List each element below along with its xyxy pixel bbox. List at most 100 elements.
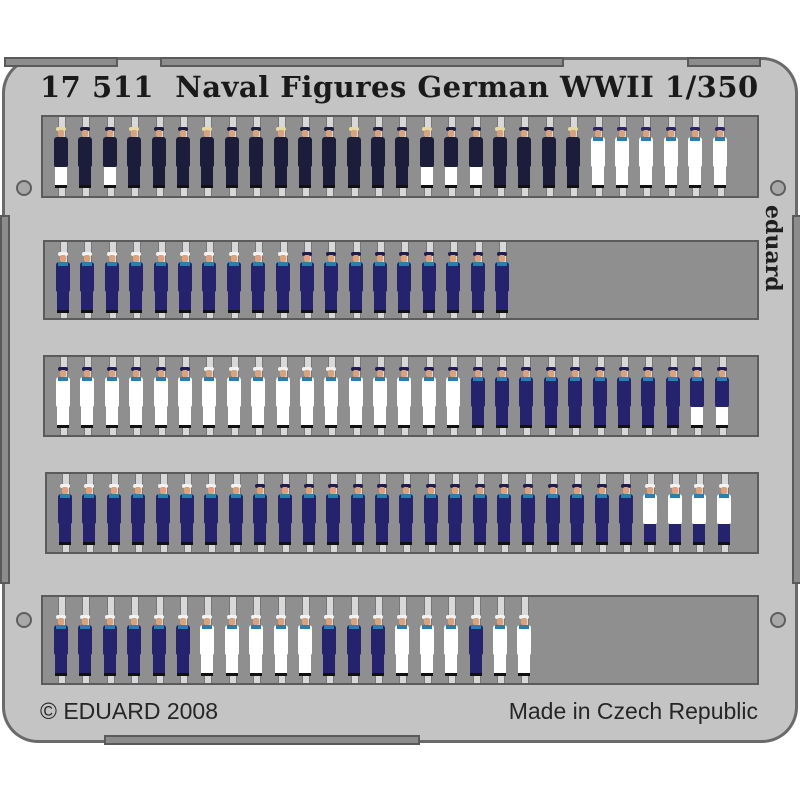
figure: [712, 474, 736, 552]
figure: [344, 357, 368, 435]
figure: [661, 357, 685, 435]
figure: [317, 597, 341, 683]
figure: [75, 242, 99, 318]
figure: [417, 357, 441, 435]
figure: [663, 474, 687, 552]
figure: [100, 242, 124, 318]
figure: [415, 117, 439, 196]
figure: [271, 357, 295, 435]
figure: [466, 242, 490, 318]
product-name: Naval Figures German WWII 1/350: [175, 70, 759, 104]
figure: [490, 357, 514, 435]
figure: [563, 357, 587, 435]
figure: [149, 242, 173, 318]
figure: [441, 357, 465, 435]
figure: [293, 597, 317, 683]
figure: [490, 242, 514, 318]
figure: [51, 242, 75, 318]
origin-text: Made in Czech Republic: [508, 698, 758, 724]
frame-rail-top-right: [687, 57, 761, 67]
figure: [590, 474, 614, 552]
figure: [246, 357, 270, 435]
figure: [514, 357, 538, 435]
frame-rail-left: [0, 215, 10, 584]
figure: [464, 597, 488, 683]
figure: [636, 357, 660, 435]
figure: [173, 357, 197, 435]
figure: [610, 117, 634, 196]
figure: [197, 357, 221, 435]
figure: [346, 474, 370, 552]
figure: [537, 117, 561, 196]
figure: [149, 357, 173, 435]
figure: [488, 597, 512, 683]
figure: [73, 597, 97, 683]
figure: [366, 597, 390, 683]
figure: [634, 117, 658, 196]
figure: [220, 597, 244, 683]
figure: [344, 242, 368, 318]
figure: [683, 117, 707, 196]
figure: [441, 242, 465, 318]
figure: [708, 117, 732, 196]
product-code: 17 511: [40, 70, 154, 104]
figure: [415, 597, 439, 683]
figure: [295, 242, 319, 318]
figure: [73, 117, 97, 196]
figure: [124, 242, 148, 318]
figure: [151, 474, 175, 552]
figure: [586, 117, 610, 196]
figure: [439, 117, 463, 196]
figure: [638, 474, 662, 552]
figure: [51, 357, 75, 435]
frame-rail-top-left: [4, 57, 118, 67]
figure: [319, 357, 343, 435]
figure: [244, 597, 268, 683]
figure: [197, 242, 221, 318]
figure-row-whites: [43, 355, 759, 437]
product-title: 17 511 Naval Figures German WWII 1/350: [40, 70, 759, 104]
mount-hole: [16, 180, 32, 196]
figure: [488, 117, 512, 196]
figure-row-greatcoats: [45, 472, 759, 554]
figure: [565, 474, 589, 552]
figure: [222, 242, 246, 318]
figure: [220, 117, 244, 196]
figure: [464, 117, 488, 196]
figure: [224, 474, 248, 552]
figure: [368, 242, 392, 318]
figure: [394, 474, 418, 552]
figure: [561, 117, 585, 196]
mount-hole: [16, 612, 32, 628]
figure: [102, 474, 126, 552]
mount-hole: [770, 180, 786, 196]
figure: [659, 117, 683, 196]
figure: [173, 242, 197, 318]
figure: [370, 474, 394, 552]
mount-hole: [770, 612, 786, 628]
frame-rail-top: [160, 57, 564, 67]
figure-row-navy-signal: [43, 240, 759, 320]
frame-rail-right: [792, 215, 800, 584]
figure: [687, 474, 711, 552]
figure: [195, 597, 219, 683]
figure: [439, 597, 463, 683]
figure: [124, 357, 148, 435]
figure: [710, 357, 734, 435]
figure: [77, 474, 101, 552]
figure: [49, 597, 73, 683]
figure: [392, 242, 416, 318]
figure: [49, 117, 73, 196]
frame-rail-bottom: [104, 735, 420, 745]
figure: [271, 242, 295, 318]
figure: [75, 357, 99, 435]
brand-logo: eduard: [760, 205, 786, 292]
figure: [269, 597, 293, 683]
figure: [100, 357, 124, 435]
figure: [171, 117, 195, 196]
figure: [417, 242, 441, 318]
figure: [297, 474, 321, 552]
figure: [443, 474, 467, 552]
figure: [390, 597, 414, 683]
figure-row-arms-raised: [41, 595, 759, 685]
